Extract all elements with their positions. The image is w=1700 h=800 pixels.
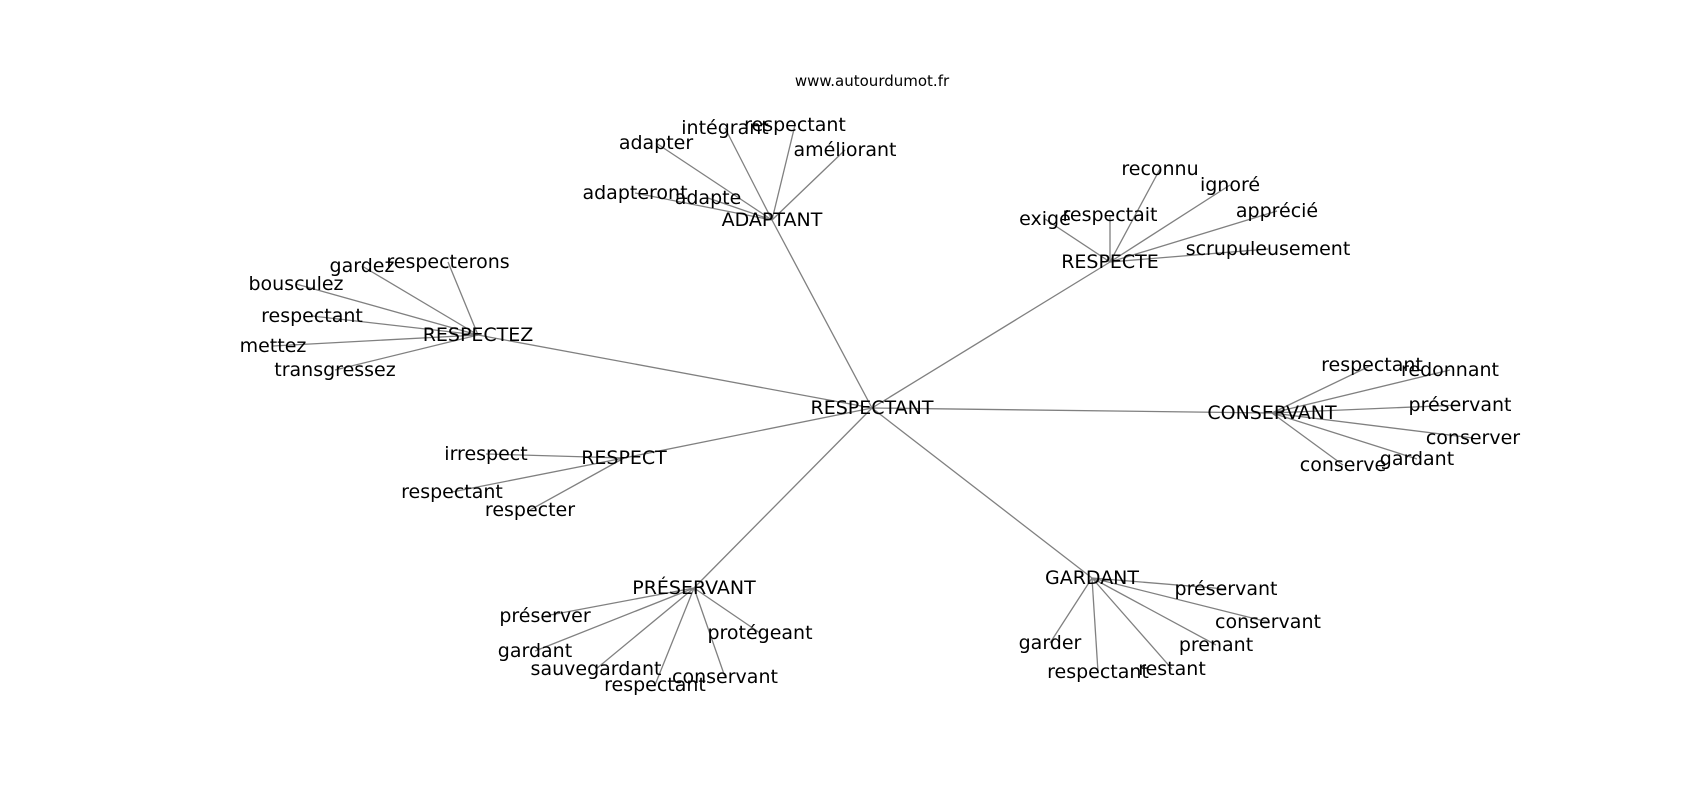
edge-adaptant-to-respectant xyxy=(771,124,796,221)
edge-gardant-to-restant xyxy=(1091,577,1173,670)
leaf-node-preservant-sauvegardant[interactable]: sauvegardant xyxy=(531,658,662,680)
edge-center-to-conservant xyxy=(871,407,1273,414)
leaf-node-respectez-mettez[interactable]: mettez xyxy=(240,335,307,357)
edge-center-to-respectez xyxy=(477,334,873,409)
hub-node-respecte[interactable]: RESPECTE xyxy=(1061,251,1159,273)
edge-preservant-to-sauvegardant xyxy=(595,587,695,670)
edge-respectez-to-bousculez xyxy=(295,283,479,336)
leaf-node-respecte-respectait[interactable]: respectait xyxy=(1063,204,1158,226)
leaf-node-preservant-preserver[interactable]: préserver xyxy=(499,605,590,627)
leaf-node-gardant-prenant[interactable]: prenant xyxy=(1179,634,1253,656)
edge-center-to-adaptant xyxy=(771,219,873,409)
edge-respecte-to-reconnu xyxy=(1109,168,1161,263)
edge-gardant-to-prenant xyxy=(1091,577,1217,646)
edge-conservant-to-preservant xyxy=(1271,404,1461,414)
edge-preservant-to-preserver xyxy=(544,587,695,617)
edge-respecte-to-apprecie xyxy=(1109,210,1278,263)
edge-respectez-to-mettez xyxy=(272,334,479,347)
leaf-node-respecte-ignore[interactable]: ignoré xyxy=(1200,174,1260,196)
edge-gardant-to-preservant xyxy=(1091,577,1227,590)
leaf-node-conservant-conserve[interactable]: conserve xyxy=(1300,454,1386,476)
edge-preservant-to-gardant xyxy=(534,587,695,652)
hub-node-respectez[interactable]: RESPECTEZ xyxy=(423,324,534,346)
hub-node-adaptant[interactable]: ADAPTANT xyxy=(722,209,823,231)
leaf-node-adaptant-respectant[interactable]: respectant xyxy=(744,114,846,136)
edge-center-to-respecte xyxy=(871,261,1111,409)
leaf-node-conservant-redonnant[interactable]: redonnant xyxy=(1401,359,1499,381)
leaf-node-conservant-conserver[interactable]: conserver xyxy=(1426,427,1520,449)
leaf-node-gardant-conservant[interactable]: conservant xyxy=(1215,611,1321,633)
leaf-node-respectez-respectant[interactable]: respectant xyxy=(261,305,363,327)
edge-preservant-to-respectant xyxy=(654,587,695,686)
edge-respecte-to-exige xyxy=(1044,218,1111,263)
edge-conservant-to-gardant xyxy=(1271,412,1418,460)
edge-respectez-to-gardez xyxy=(361,265,479,336)
leaf-node-preservant-protegeant[interactable]: protégeant xyxy=(707,622,812,644)
leaf-node-conservant-preservant[interactable]: préservant xyxy=(1409,394,1512,416)
edge-respect-to-respecter xyxy=(529,457,625,511)
edge-center-to-gardant xyxy=(871,407,1093,579)
edge-preservant-to-conservant xyxy=(693,587,726,678)
leaf-node-respectez-gardez[interactable]: gardez xyxy=(330,255,395,277)
edge-conservant-to-conserve xyxy=(1271,412,1344,466)
edge-respect-to-respectant xyxy=(451,457,625,493)
leaf-node-respect-respecter[interactable]: respecter xyxy=(485,499,575,521)
leaf-node-adaptant-adapte[interactable]: adapte xyxy=(675,187,742,209)
edge-respectez-to-transgressez xyxy=(334,334,479,371)
leaf-node-adaptant-ameliorant[interactable]: améliorant xyxy=(794,139,897,161)
edge-respectez-to-respectant xyxy=(311,315,479,336)
leaf-node-respectez-bousculez[interactable]: bousculez xyxy=(248,273,343,295)
leaf-node-adaptant-adapter[interactable]: adapter xyxy=(619,132,694,154)
leaf-node-preservant-conservant[interactable]: conservant xyxy=(672,666,778,688)
leaf-node-respectez-respecterons[interactable]: respecterons xyxy=(386,251,509,273)
leaf-node-respecte-scrupuleusement[interactable]: scrupuleusement xyxy=(1186,238,1351,260)
edge-center-to-preservant xyxy=(693,407,873,589)
leaf-node-respecte-reconnu[interactable]: reconnu xyxy=(1121,158,1198,180)
leaf-node-respecte-apprecie[interactable]: apprécié xyxy=(1236,200,1318,222)
leaf-node-conservant-gardant[interactable]: gardant xyxy=(1380,448,1454,470)
edge-respect-to-irrespect xyxy=(485,453,625,459)
hub-node-preservant[interactable]: PRÉSERVANT xyxy=(632,576,756,599)
center-node-respectant[interactable]: RESPECTANT xyxy=(811,397,934,419)
leaf-node-preservant-respectant[interactable]: respectant xyxy=(604,674,706,696)
leaf-node-gardant-preservant[interactable]: préservant xyxy=(1175,578,1278,600)
leaf-node-respect-respectant[interactable]: respectant xyxy=(401,481,503,503)
source-watermark: www.autourdumot.fr xyxy=(794,72,950,90)
edge-adaptant-to-adapte xyxy=(707,197,773,221)
edge-gardant-to-conservant xyxy=(1091,577,1269,623)
edge-center-to-respect xyxy=(623,407,873,459)
leaf-node-gardant-garder[interactable]: garder xyxy=(1019,632,1082,654)
edge-respectez-to-respecterons xyxy=(447,261,479,336)
leaf-node-respectez-transgressez[interactable]: transgressez xyxy=(274,359,395,381)
leaf-node-respect-irrespect[interactable]: irrespect xyxy=(444,443,527,465)
edge-adaptant-to-ameliorant xyxy=(771,149,846,221)
edge-conservant-to-redonnant xyxy=(1271,369,1451,414)
edge-adaptant-to-integrant xyxy=(724,127,773,221)
edge-preservant-to-protegeant xyxy=(693,587,761,634)
leaf-node-adaptant-adapteront[interactable]: adapteront xyxy=(582,182,687,204)
edge-conservant-to-respectant xyxy=(1271,364,1373,414)
leaf-node-conservant-respectant[interactable]: respectant xyxy=(1321,354,1423,376)
edge-gardant-to-garder xyxy=(1049,577,1093,644)
leaf-node-gardant-restant[interactable]: restant xyxy=(1138,658,1206,680)
edge-respecte-to-ignore xyxy=(1109,184,1231,263)
edge-adaptant-to-adapter xyxy=(655,142,773,221)
leaf-node-preservant-gardant[interactable]: gardant xyxy=(498,640,572,662)
hub-node-respect[interactable]: RESPECT xyxy=(581,447,667,469)
leaf-node-adaptant-integrant[interactable]: intégrant xyxy=(681,117,768,139)
hub-node-conservant[interactable]: CONSERVANT xyxy=(1207,402,1337,424)
edge-gardant-to-respectant xyxy=(1091,577,1099,673)
edge-conservant-to-conserver xyxy=(1271,412,1474,439)
edge-respecte-to-scrupuleusement xyxy=(1109,248,1269,263)
hub-node-gardant[interactable]: GARDANT xyxy=(1045,567,1139,589)
leaf-node-respecte-exige[interactable]: exigé xyxy=(1019,208,1071,230)
edge-adaptant-to-adapteront xyxy=(634,192,773,221)
leaf-node-gardant-respectant[interactable]: respectant xyxy=(1047,661,1149,683)
